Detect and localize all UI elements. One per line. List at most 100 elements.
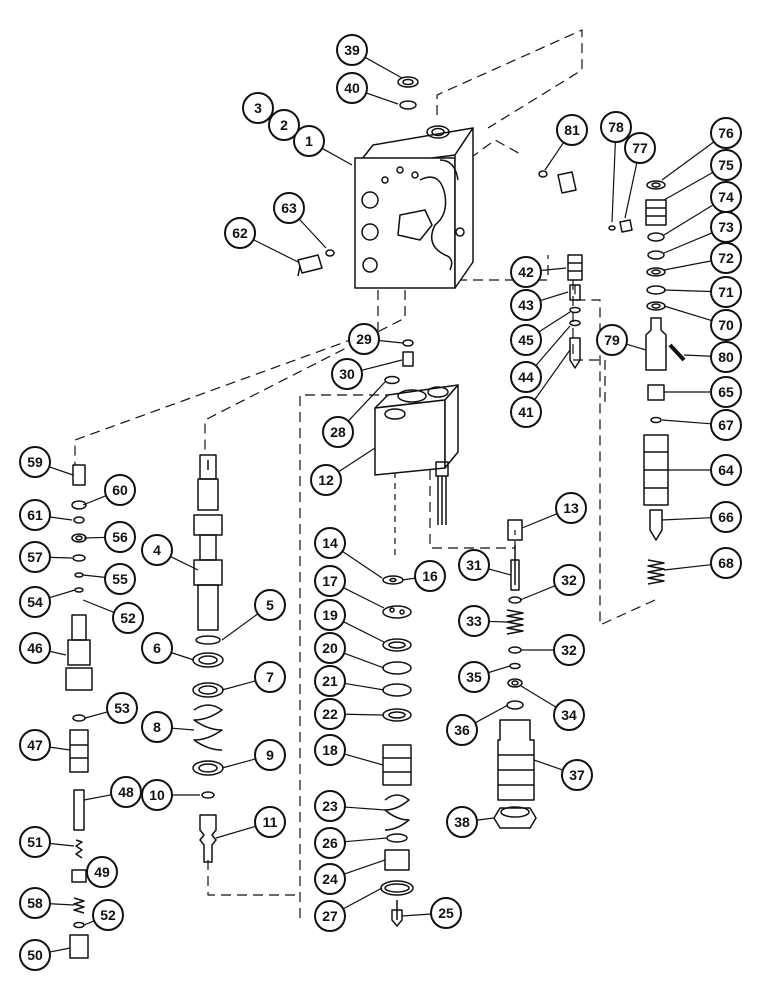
leader-line-63 <box>298 218 327 249</box>
callout-60: 60 <box>104 474 136 506</box>
callout-label: 49 <box>94 864 110 880</box>
callout-circle <box>254 806 286 838</box>
callout-label: 35 <box>466 669 482 685</box>
callout-74: 74 <box>710 181 742 213</box>
callout-circle <box>92 899 124 931</box>
callout-circle <box>555 492 587 524</box>
callout-label: 27 <box>322 908 338 924</box>
callout-18: 18 <box>314 734 346 766</box>
leader-line-46 <box>49 650 67 656</box>
callout-circle <box>293 125 325 157</box>
spring-poppet-stack <box>567 254 583 369</box>
callout-label: 55 <box>112 571 128 587</box>
callout-circle <box>110 776 142 808</box>
callout-circle <box>710 376 742 408</box>
leader-line-58 <box>49 903 75 906</box>
callout-36: 36 <box>446 714 478 746</box>
callout-circle <box>314 827 346 859</box>
callout-circle <box>19 541 51 573</box>
leader-line-37 <box>533 759 564 771</box>
leader-line-45 <box>538 311 571 333</box>
main-spool-assembly <box>192 454 224 863</box>
callout-47: 47 <box>19 729 51 761</box>
callout-label: 1 <box>305 133 313 149</box>
callout-48: 48 <box>110 776 142 808</box>
callout-label: 65 <box>718 384 734 400</box>
callout-circle <box>86 856 118 888</box>
callout-label: 61 <box>27 507 43 523</box>
leader-line-19 <box>343 621 385 643</box>
callout-circle <box>19 632 51 664</box>
leader-line-29 <box>378 339 404 344</box>
leader-line-66 <box>661 517 712 521</box>
callout-label: 79 <box>604 332 620 348</box>
leader-line-61 <box>49 516 73 521</box>
callout-28: 28 <box>322 416 354 448</box>
callout-label: 80 <box>718 349 734 365</box>
callout-label: 74 <box>718 189 734 205</box>
leader-line-8 <box>171 727 195 731</box>
callout-75: 75 <box>710 149 742 181</box>
callout-circle <box>336 34 368 66</box>
callout-label: 60 <box>112 482 128 498</box>
callout-label: 36 <box>454 722 470 738</box>
leader-line-11 <box>215 825 256 839</box>
callout-circle <box>19 586 51 618</box>
callout-53: 53 <box>106 692 138 724</box>
callout-45: 45 <box>510 324 542 356</box>
leader-line-51 <box>49 842 75 847</box>
leader-line-44 <box>535 325 571 367</box>
callout-43: 43 <box>510 289 542 321</box>
leader-line-56 <box>83 536 106 539</box>
callout-label: 10 <box>149 787 165 803</box>
callout-label: 42 <box>518 264 534 280</box>
callout-circle <box>314 527 346 559</box>
callout-58: 58 <box>19 887 51 919</box>
leader-line-33 <box>488 620 508 623</box>
callout-68: 68 <box>710 547 742 579</box>
check-valve-stack <box>493 519 537 829</box>
callout-34: 34 <box>553 699 585 731</box>
callout-circle <box>710 501 742 533</box>
callout-circle <box>510 256 542 288</box>
callout-81: 81 <box>556 114 588 146</box>
leader-line-78 <box>611 141 616 223</box>
callout-10: 10 <box>141 779 173 811</box>
callout-circle <box>254 661 286 693</box>
callout-49: 49 <box>86 856 118 888</box>
callout-circle <box>710 341 742 373</box>
leader-line-18 <box>344 753 384 766</box>
callout-32: 32 <box>553 564 585 596</box>
callout-46: 46 <box>19 632 51 664</box>
callout-21: 21 <box>314 665 346 697</box>
leader-line-59 <box>48 466 74 476</box>
callout-circle <box>112 602 144 634</box>
callout-31: 31 <box>458 549 490 581</box>
callout-circle <box>19 446 51 478</box>
callout-29: 29 <box>348 323 380 355</box>
callout-circle <box>141 632 173 664</box>
leader-lines <box>48 56 715 953</box>
callout-3: 3 <box>242 92 274 124</box>
callout-9: 9 <box>254 739 286 771</box>
callout-label: 11 <box>263 814 278 830</box>
callout-label: 14 <box>322 535 338 551</box>
callout-circle <box>322 416 354 448</box>
callout-circle <box>19 887 51 919</box>
callout-57: 57 <box>19 541 51 573</box>
callout-8: 8 <box>141 711 173 743</box>
callout-circle <box>314 790 346 822</box>
callout-label: 19 <box>322 607 338 623</box>
callout-55: 55 <box>104 563 136 595</box>
callout-78: 78 <box>600 111 632 143</box>
callout-circle <box>224 217 256 249</box>
callout-circle <box>19 939 51 971</box>
callout-circle <box>104 563 136 595</box>
callout-label: 22 <box>322 706 338 722</box>
leader-line-67 <box>661 419 712 425</box>
callout-label: 70 <box>718 317 734 333</box>
plug-parts <box>384 339 414 385</box>
callout-circle <box>710 409 742 441</box>
callout-circle <box>624 132 656 164</box>
leader-line-50 <box>49 947 71 953</box>
